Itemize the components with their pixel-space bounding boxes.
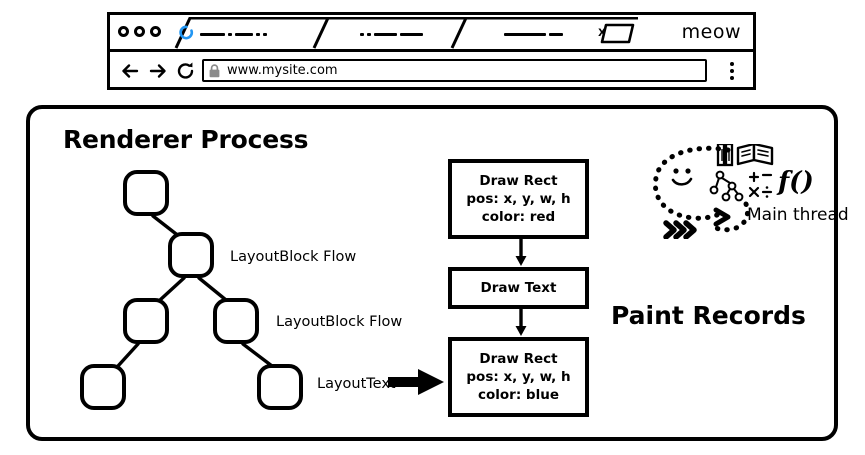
tree-node-child-left[interactable] bbox=[123, 298, 169, 344]
trail-arrow-icon bbox=[713, 207, 731, 227]
tab-title-placeholder-2 bbox=[360, 31, 423, 37]
window-controls bbox=[118, 26, 161, 37]
smiley-face-icon bbox=[671, 168, 693, 186]
math-symbols-icon bbox=[748, 171, 773, 198]
tree-label-block-flow-1: LayoutBlock Flow bbox=[230, 249, 357, 265]
tree-label-layout-text: LayoutText bbox=[317, 376, 396, 392]
page-title: Renderer Process bbox=[63, 125, 309, 154]
svg-text:f(): f() bbox=[776, 167, 814, 197]
node-graph-icon bbox=[709, 170, 744, 202]
url-text: www.mysite.com bbox=[227, 63, 338, 78]
open-book-icon bbox=[736, 144, 774, 166]
paint-record-box-3[interactable]: Draw Rect pos: x, y, w, h color: blue bbox=[448, 337, 589, 417]
tree-node-root[interactable] bbox=[123, 170, 169, 216]
new-tab-button[interactable] bbox=[597, 23, 635, 44]
paint-record-line: color: blue bbox=[478, 387, 559, 404]
paint-records-label: Paint Records bbox=[611, 301, 806, 330]
reload-icon[interactable] bbox=[176, 61, 196, 81]
browser-tab-3[interactable]: x bbox=[438, 17, 638, 49]
tree-label-block-flow-2: LayoutBlock Flow bbox=[276, 314, 403, 330]
tree-node-text-right[interactable] bbox=[257, 364, 303, 410]
browser-window: x x x bbox=[107, 12, 756, 90]
renderer-process-panel: Renderer Process LayoutBlock Flow Layout… bbox=[26, 105, 849, 441]
menu-dot bbox=[730, 62, 734, 66]
tree-node-child-right[interactable] bbox=[213, 298, 259, 344]
menu-dot bbox=[730, 76, 734, 80]
tab-title-placeholder-1 bbox=[200, 31, 267, 37]
paint-record-line: Draw Rect bbox=[479, 350, 558, 367]
main-thread-doodle: f() bbox=[652, 144, 814, 239]
chevrons-right-icon bbox=[663, 220, 697, 239]
loading-spinner-icon bbox=[179, 25, 194, 40]
tab-title-placeholder-3 bbox=[504, 31, 563, 37]
arrow-right-thick-icon bbox=[388, 369, 444, 395]
main-thread-label: Main thread bbox=[747, 205, 849, 225]
address-bar[interactable]: www.mysite.com bbox=[202, 59, 707, 82]
function-icon: f() bbox=[776, 167, 814, 197]
dotted-blob-outline bbox=[652, 145, 751, 233]
lock-icon bbox=[209, 63, 220, 77]
paint-record-line: Draw Rect bbox=[479, 172, 558, 189]
window-maximize-button[interactable] bbox=[150, 26, 161, 37]
paint-record-line: pos: x, y, w, h bbox=[466, 190, 571, 207]
paint-record-line: Draw Text bbox=[480, 279, 557, 296]
tab-strip: x x x bbox=[110, 15, 753, 52]
tree-node-block-flow[interactable] bbox=[168, 232, 214, 278]
connector-arrow-2 bbox=[515, 309, 527, 336]
brand-logo: meow bbox=[681, 21, 741, 43]
paint-record-box-2[interactable]: Draw Text bbox=[448, 267, 589, 309]
tab-outline bbox=[174, 17, 362, 49]
connector-arrow-1 bbox=[515, 239, 527, 266]
window-close-button[interactable] bbox=[118, 26, 129, 37]
paint-record-line: pos: x, y, w, h bbox=[466, 368, 571, 385]
menu-dot bbox=[730, 69, 734, 73]
tree-node-text-left[interactable] bbox=[80, 364, 126, 410]
browser-toolbar: www.mysite.com bbox=[110, 52, 753, 90]
paint-record-line: color: red bbox=[481, 209, 556, 226]
arrow-right-icon[interactable] bbox=[148, 61, 168, 81]
books-icon bbox=[716, 144, 734, 167]
paint-record-box-1[interactable]: Draw Rect pos: x, y, w, h color: red bbox=[448, 159, 589, 239]
layout-tree: LayoutBlock Flow LayoutBlock Flow Layout… bbox=[80, 164, 410, 424]
arrow-left-icon[interactable] bbox=[120, 61, 140, 81]
window-minimize-button[interactable] bbox=[134, 26, 145, 37]
kebab-menu-icon[interactable] bbox=[730, 62, 734, 80]
tab-close-button-3[interactable]: x bbox=[598, 23, 606, 39]
